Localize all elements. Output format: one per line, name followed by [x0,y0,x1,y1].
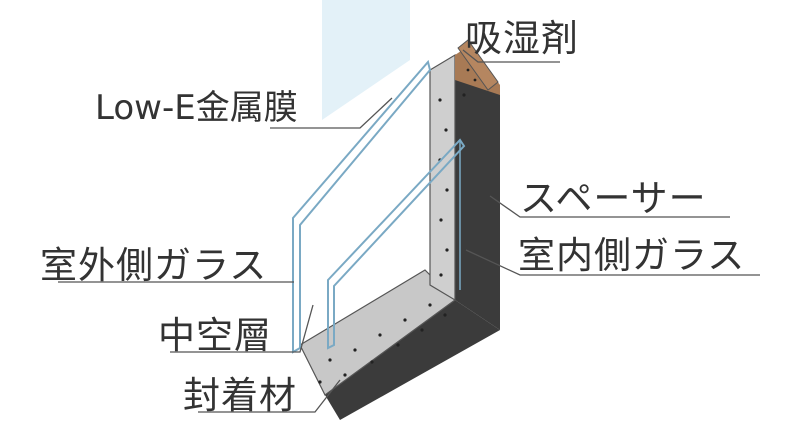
label-inner-glass: 室内側ガラス [518,234,746,277]
label-spacer: スペーサー [520,177,707,220]
sealant-dots-side [438,68,477,277]
glass-tint [322,0,410,120]
leader-sealant [198,379,341,413]
label-sealant: 封着材 [183,374,297,417]
spacer-side-dark [455,55,500,330]
leader-desiccant [462,49,560,63]
label-outer-glass: 室外側ガラス [40,244,268,287]
spacer-bottom-dark [325,300,500,420]
label-air-layer: 中空層 [158,314,272,357]
label-desiccant: 吸湿剤 [465,17,579,60]
sealant-dots-bottom [318,303,447,384]
leader-low-e [270,97,393,129]
leader-lines [58,49,760,413]
label-low-e-film: Low-E金属膜 [95,88,298,128]
desiccant-top [457,39,499,91]
sealant-side [429,53,456,302]
leader-spacer [489,195,730,218]
leader-inner-glass [465,249,760,276]
leader-air-layer [170,304,314,353]
